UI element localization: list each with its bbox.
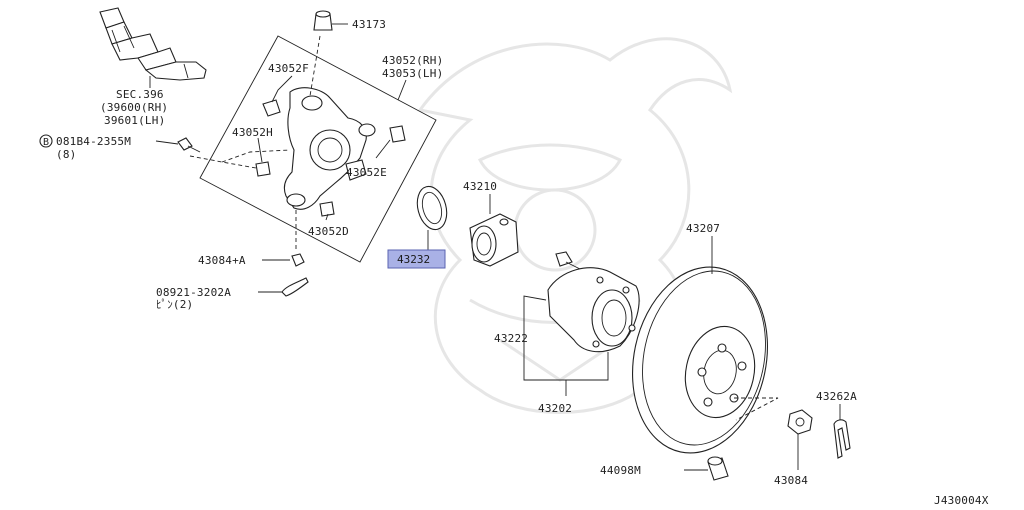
label-43084a: 43084+A bbox=[198, 254, 246, 267]
label-43232: 43232 bbox=[397, 253, 430, 266]
label-39600-rh: (39600(RH) bbox=[100, 101, 168, 114]
bolt-b-letter: B bbox=[43, 137, 49, 148]
bushing-43052f bbox=[262, 99, 281, 117]
label-43262a: 43262A bbox=[816, 390, 857, 403]
label-43173: 43173 bbox=[352, 18, 386, 31]
bushing-44098m bbox=[684, 456, 729, 481]
bolt-081b4 bbox=[39, 134, 201, 153]
label-bolt-qty: (8) bbox=[56, 148, 76, 161]
label-43052d: 43052D bbox=[308, 225, 349, 238]
seal-ring-43232 bbox=[416, 185, 448, 250]
label-081b4-2355m: 081B4-2355M bbox=[56, 135, 131, 148]
highlight-43232[interactable] bbox=[387, 249, 446, 269]
label-08921-3202a: 08921-3202A bbox=[156, 286, 231, 299]
bushing-43052h bbox=[255, 161, 271, 177]
label-43052-rh: 43052(RH) bbox=[382, 54, 443, 67]
label-43052h: 43052H bbox=[232, 126, 273, 139]
cotter-pin bbox=[258, 277, 309, 297]
label-39601-lh: 39601(LH) bbox=[104, 114, 165, 127]
nut-43084 bbox=[787, 409, 813, 470]
label-43052e: 43052E bbox=[346, 166, 387, 179]
bushing-43052d bbox=[319, 201, 335, 217]
bearing-43210 bbox=[469, 194, 519, 267]
diagram-id: J430004X bbox=[934, 494, 989, 507]
drive-shaft bbox=[99, 7, 207, 88]
hub-43222 bbox=[523, 251, 640, 396]
label-44098m: 44098M bbox=[600, 464, 641, 477]
label-43202: 43202 bbox=[538, 402, 572, 415]
label-sec-396: SEC.396 bbox=[116, 88, 164, 101]
upper-bushing bbox=[301, 95, 323, 111]
label-43210: 43210 bbox=[463, 180, 497, 193]
cotter-43262a bbox=[833, 404, 851, 459]
knuckle-assembly bbox=[189, 35, 437, 263]
label-43052f: 43052F bbox=[268, 62, 309, 75]
label-43222: 43222 bbox=[494, 332, 528, 345]
nut-43084a bbox=[262, 253, 305, 267]
cap-43173 bbox=[313, 10, 348, 31]
brake-disc-43207 bbox=[631, 236, 779, 454]
label-43053-lh: 43053(LH) bbox=[382, 67, 443, 80]
label-pin-qty: ﾋﾟﾝ(2) bbox=[156, 298, 193, 311]
bushing-43052e bbox=[389, 125, 406, 143]
watermark-emblem bbox=[417, 37, 733, 414]
label-43207: 43207 bbox=[686, 222, 720, 235]
bolt-b-symbol bbox=[39, 134, 53, 148]
label-43084: 43084 bbox=[774, 474, 808, 487]
